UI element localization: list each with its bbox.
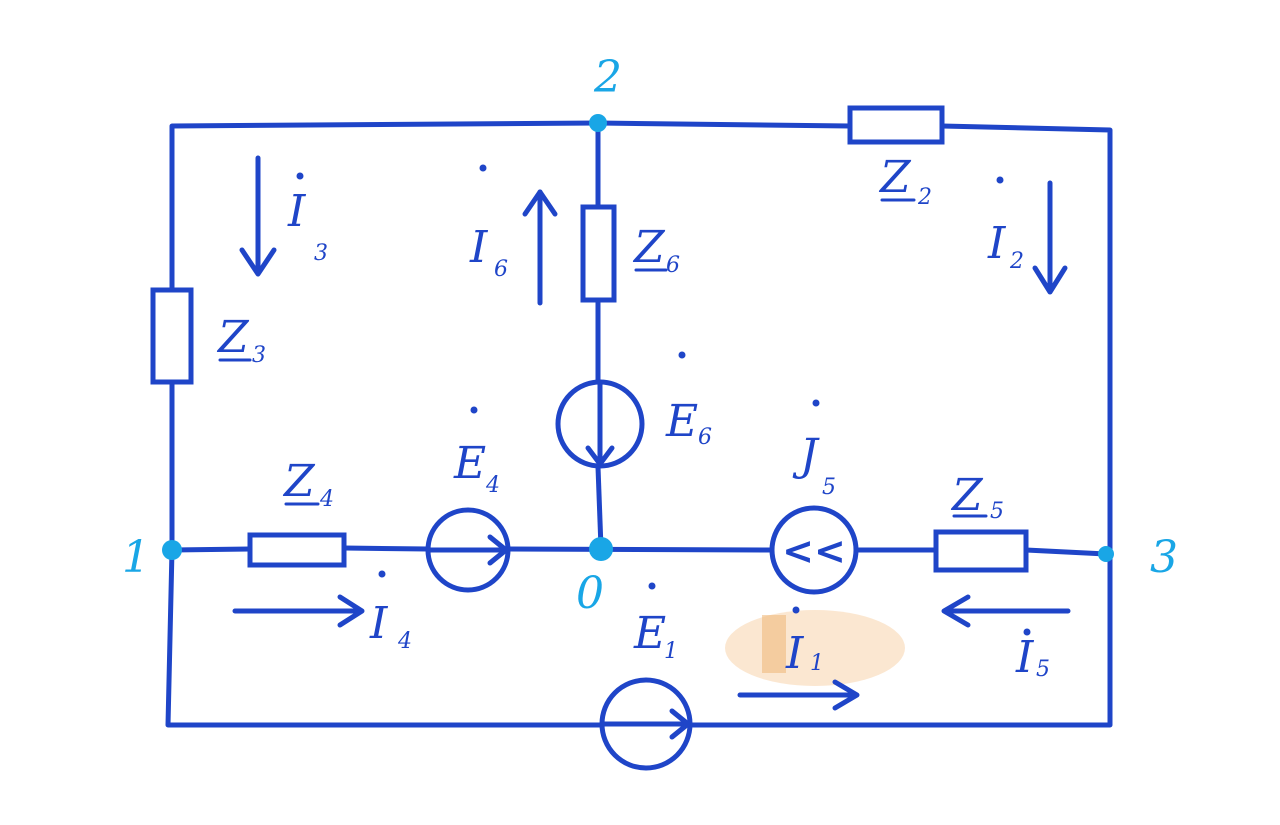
arrow-i1 [737, 679, 860, 711]
impedance-z4 [247, 532, 347, 568]
current-source-j5: << [769, 505, 859, 595]
label-i5: I 5 [1015, 628, 1050, 683]
label-i4: I 4 [369, 570, 412, 654]
label-z2-subscript: 2 [917, 185, 932, 210]
label-i6-subscript: 6 [494, 257, 508, 282]
label-i3-symbol: I [287, 186, 307, 237]
label-z4: Z 4 [282, 456, 334, 512]
arrow-i5 [941, 594, 1071, 628]
emf-source-e4 [425, 507, 511, 593]
emf-source-e6 [555, 379, 645, 469]
label-i1: I 1 [785, 606, 824, 679]
label-z2-symbol: Z [878, 152, 912, 203]
node-label-3: 3 [1150, 532, 1178, 583]
label-e6-subscript: 6 [698, 425, 712, 450]
label-e4: E 4 [453, 406, 500, 498]
label-j5-symbol: J [792, 430, 820, 481]
label-z4-symbol: Z [282, 456, 316, 507]
impedance-z5 [933, 529, 1029, 573]
label-e1: E 1 [633, 582, 678, 664]
label-i5-symbol: I [1015, 632, 1035, 683]
label-i2: I 2 [987, 176, 1024, 274]
label-z2: Z 2 [878, 152, 932, 210]
impedance-z2 [847, 105, 945, 145]
node-dot-1 [162, 540, 182, 560]
arrow-i6 [522, 189, 558, 306]
node-label-0: 0 [576, 568, 604, 619]
label-i1-subscript: 1 [810, 651, 824, 676]
emf-source-e1 [599, 677, 693, 771]
node-dot-3 [1098, 546, 1114, 562]
label-i2-subscript: 2 [1009, 249, 1024, 274]
label-i6: I 6 [469, 164, 508, 282]
label-i6-symbol: I [469, 222, 489, 273]
label-j5-subscript: 5 [822, 475, 836, 500]
label-i4-symbol: I [369, 598, 389, 649]
impedance-z6 [580, 204, 617, 303]
label-e6: E 6 [665, 351, 712, 450]
label-i3-subscript: 3 [314, 241, 328, 266]
arrow-i3 [239, 155, 277, 277]
label-i3: I 3 [287, 172, 328, 266]
node-label-1: 1 [122, 532, 150, 583]
label-e1-subscript: 1 [664, 639, 678, 664]
impedance-z3 [150, 287, 194, 385]
label-e6-symbol: E [665, 396, 698, 447]
label-z5-symbol: Z [950, 470, 984, 521]
label-z5-subscript: 5 [990, 499, 1004, 524]
label-z3-subscript: 3 [252, 343, 266, 368]
label-e4-symbol: E [453, 438, 486, 489]
label-z6: Z 6 [632, 222, 680, 278]
label-i4-subscript: 4 [397, 629, 412, 654]
label-z6-symbol: Z [632, 222, 666, 273]
label-i2-symbol: I [987, 218, 1007, 269]
current-source-glyph: << [782, 529, 846, 573]
arrow-i4 [232, 594, 365, 628]
label-z3: Z 3 [216, 312, 266, 368]
arrow-i2 [1032, 180, 1068, 295]
label-i5-subscript: 5 [1036, 657, 1050, 682]
node-dot-0 [589, 537, 613, 561]
label-i1-symbol: I [785, 628, 805, 679]
label-z6-subscript: 6 [666, 253, 680, 278]
label-z3-symbol: Z [216, 312, 250, 363]
label-e4-subscript: 4 [485, 473, 500, 498]
label-z5: Z 5 [950, 470, 1004, 524]
node-label-2: 2 [593, 52, 622, 103]
node-dot-2 [589, 114, 607, 132]
highlight-mark [725, 610, 905, 686]
label-j5: J 5 [792, 399, 836, 500]
label-z4-subscript: 4 [319, 487, 334, 512]
label-e1-symbol: E [633, 608, 666, 659]
